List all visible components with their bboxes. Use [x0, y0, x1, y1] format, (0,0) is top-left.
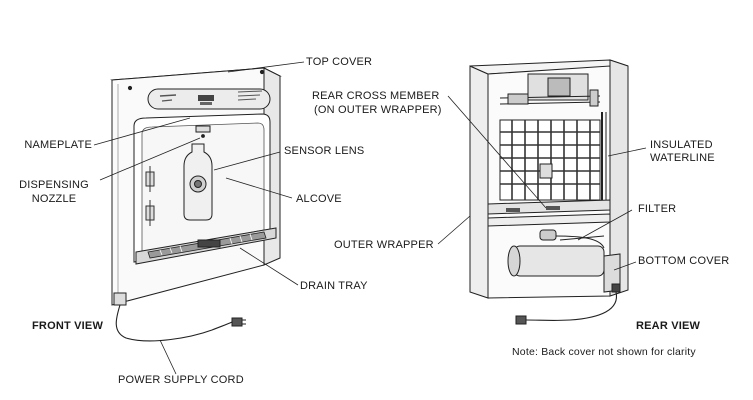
- label-dispensing-nozzle-line2: NOZZLE: [31, 193, 77, 205]
- filter: [513, 245, 605, 277]
- label-bottom-cover: BOTTOM COVER: [638, 255, 730, 267]
- front-unit: [110, 67, 282, 342]
- label-filter: FILTER: [638, 203, 677, 215]
- label-rear-cross-member-line2: (ON OUTER WRAPPER): [314, 104, 442, 116]
- label-rear-view: REAR VIEW: [636, 320, 701, 332]
- outer-wrapper: [469, 65, 489, 299]
- power-cord: [115, 304, 233, 342]
- label-nameplate: NAMEPLATE: [24, 139, 92, 151]
- label-front-view: FRONT VIEW: [32, 320, 104, 332]
- dispensing-nozzle: [195, 125, 211, 133]
- label-drain-tray: DRAIN TRAY: [300, 280, 368, 292]
- label-dispensing-nozzle-line1: DISPENSING: [19, 179, 89, 191]
- rear-unit: [469, 59, 629, 325]
- note-back-cover: Note: Back cover not shown for clarity: [512, 346, 696, 358]
- front-leader-lines: [93, 61, 305, 375]
- label-outer-wrapper: OUTER WRAPPER: [334, 239, 434, 251]
- rear-power-cord: [525, 291, 618, 321]
- label-alcove: ALCOVE: [296, 193, 342, 205]
- junction-box: [113, 292, 127, 306]
- label-insulated-waterline-line2: WATERLINE: [650, 152, 715, 164]
- cord-plug: [231, 317, 243, 327]
- label-rear-cross-member-line1: REAR CROSS MEMBER: [312, 90, 440, 102]
- rear-leader-lines: [437, 95, 647, 271]
- label-top-cover: TOP COVER: [306, 56, 373, 68]
- label-sensor-lens: SENSOR LENS: [284, 145, 365, 157]
- label-insulated-waterline-line1: INSULATED: [650, 139, 713, 151]
- label-power-supply-cord: POWER SUPPLY CORD: [118, 374, 244, 386]
- rear-cross-member: [499, 119, 601, 201]
